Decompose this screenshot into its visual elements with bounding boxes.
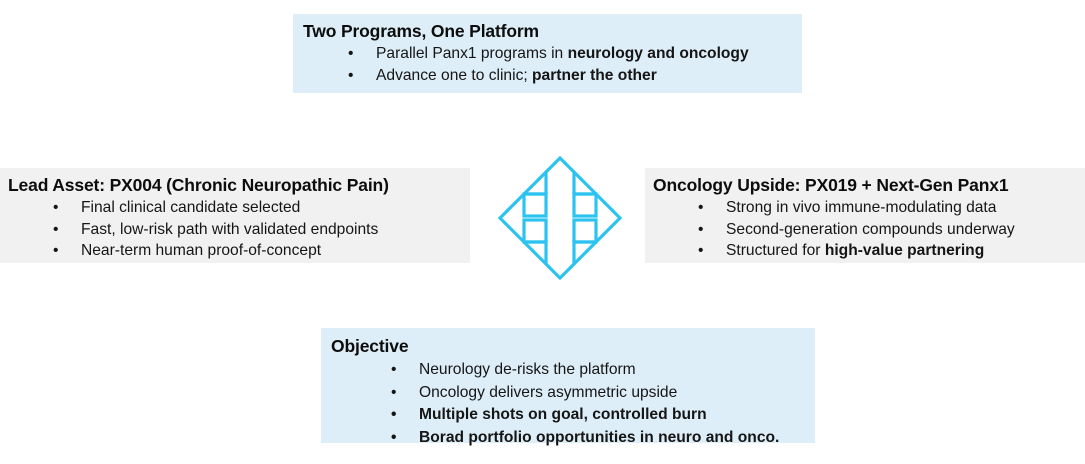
bullet-text: Second-generation compounds underway	[726, 220, 1015, 238]
bullet-text: Parallel Panx1 programs in neurology and…	[376, 45, 749, 63]
bullet-dot-icon: •	[348, 66, 354, 84]
bullet-dot-icon: •	[698, 220, 704, 238]
bullet-dot-icon: •	[698, 242, 704, 260]
bullet-item: • Borad portfolio opportunities in neuro …	[391, 427, 815, 450]
bullet-item: • Oncology delivers asymmetric upside	[391, 382, 815, 405]
bullet-item: • Parallel Panx1 programs in neurology an…	[348, 43, 802, 65]
bullet-dot-icon: •	[53, 220, 59, 238]
bullet-text: Neurology de-risks the platform	[419, 361, 636, 379]
bullet-text: Oncology delivers asymmetric upside	[419, 383, 678, 401]
bullet-text: Borad portfolio opportunities in neuro a…	[419, 428, 780, 446]
top-banner-title: Two Programs, One Platform	[303, 21, 539, 41]
bullet-item: • Multiple shots on goal, controlled burn	[391, 404, 815, 427]
right-panel-title: Oncology Upside: PX019 + Next-Gen Panx1	[653, 175, 1009, 195]
bullet-text: Strong in vivo immune-modulating data	[726, 199, 997, 217]
bullet-dot-icon: •	[348, 45, 354, 63]
right-panel-bullet-list: • Strong in vivo immune-modulating data • S…	[698, 197, 1085, 262]
left-panel-title: Lead Asset: PX004 (Chronic Neuropathic P…	[8, 175, 389, 195]
bullet-item: • Neurology de-risks the platform	[391, 359, 815, 382]
bullet-item: • Advance one to clinic; partner the othe…	[348, 65, 802, 87]
top-banner-panel: Two Programs, One Platform • Parallel Pan…	[293, 14, 802, 93]
bullet-dot-icon: •	[391, 406, 397, 424]
bullet-item: • Near-term human proof-of-concept	[53, 240, 470, 262]
four-way-expand-arrow-diamond-icon	[494, 152, 626, 284]
bullet-text: Advance one to clinic; partner the other	[376, 66, 657, 84]
bullet-item: • Final clinical candidate selected	[53, 197, 470, 219]
bullet-text: Structured for high-value partnering	[726, 242, 985, 260]
left-panel-bullet-list: • Final clinical candidate selected • Fast,…	[53, 197, 470, 262]
bullet-text: Multiple shots on goal, controlled burn	[419, 406, 707, 424]
bullet-text: Fast, low-risk path with validated endpo…	[81, 220, 379, 238]
bottom-panel-title: Objective	[331, 336, 409, 356]
bottom-panel-bullet-list: • Neurology de-risks the platform • Oncolog…	[391, 359, 815, 449]
bullet-dot-icon: •	[53, 199, 59, 217]
bullet-dot-icon: •	[391, 383, 397, 401]
right-oncology-upside-panel: Oncology Upside: PX019 + Next-Gen Panx1 …	[645, 168, 1085, 263]
bullet-text: Near-term human proof-of-concept	[81, 242, 322, 260]
bullet-dot-icon: •	[391, 361, 397, 379]
bullet-text: Final clinical candidate selected	[81, 199, 301, 217]
bullet-item: • Fast, low-risk path with validated endp…	[53, 219, 470, 241]
bottom-objective-panel: Objective • Neurology de-risks the platfo…	[321, 328, 815, 446]
left-lead-asset-panel: Lead Asset: PX004 (Chronic Neuropathic P…	[0, 168, 470, 263]
bullet-item: • Strong in vivo immune-modulating data	[698, 197, 1085, 219]
top-banner-bullet-list: • Parallel Panx1 programs in neurology an…	[348, 43, 802, 86]
bullet-item: • Structured for high-value partnering	[698, 240, 1085, 262]
bullet-dot-icon: •	[53, 242, 59, 260]
bullet-item: • Second-generation compounds underway	[698, 219, 1085, 241]
bullet-dot-icon: •	[698, 199, 704, 217]
bullet-dot-icon: •	[391, 428, 397, 446]
